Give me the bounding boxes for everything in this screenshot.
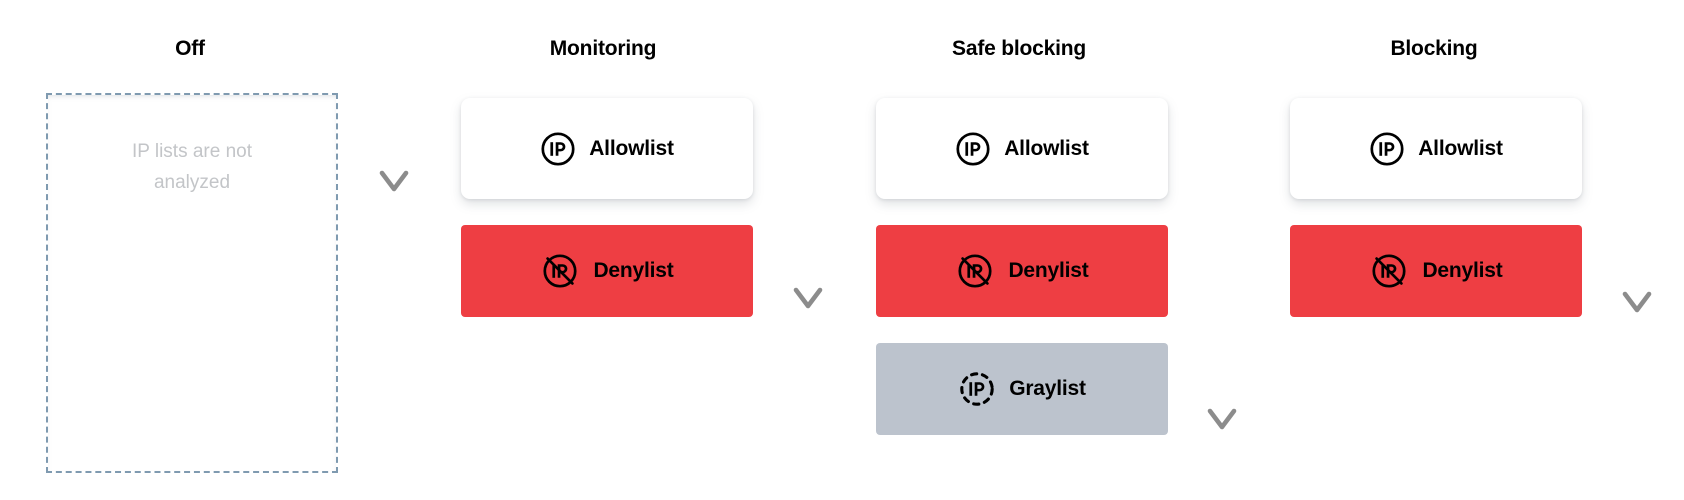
card-blocking-denylist[interactable]: Denylist	[1290, 225, 1582, 317]
arrow-monitoring-to-safe-blocking	[786, 90, 830, 319]
card-safe-blocking-graylist[interactable]: Graylist	[876, 343, 1168, 435]
card-label-allowlist: Allowlist	[589, 136, 674, 160]
card-monitoring-allowlist[interactable]: Allowlist	[461, 98, 753, 199]
arrow-blocking-end	[1615, 90, 1659, 323]
card-label-denylist: Denylist	[1008, 259, 1089, 282]
card-label-graylist: Graylist	[1009, 377, 1086, 400]
card-safe-blocking-allowlist[interactable]: Allowlist	[876, 98, 1168, 199]
ip-circle-slash-icon	[955, 251, 995, 291]
ip-circle-slash-icon	[1369, 251, 1409, 291]
card-label-denylist: Denylist	[1422, 259, 1503, 282]
arrow-off-to-monitoring	[372, 90, 416, 201]
off-empty-state-text: IP lists are not analyzed	[131, 141, 253, 193]
off-empty-state-box: IP lists are not analyzed	[46, 93, 338, 473]
column-header-safe-blocking: Safe blocking	[952, 37, 1086, 60]
arrow-safe-blocking-to-blocking	[1200, 90, 1244, 440]
card-monitoring-denylist[interactable]: Denylist	[461, 225, 753, 317]
column-header-off: Off	[175, 37, 205, 60]
card-label-allowlist: Allowlist	[1004, 136, 1089, 160]
column-header-monitoring: Monitoring	[549, 37, 657, 60]
card-safe-blocking-denylist[interactable]: Denylist	[876, 225, 1168, 317]
ip-circle-icon	[955, 131, 991, 167]
card-label-denylist: Denylist	[593, 259, 674, 282]
card-blocking-allowlist[interactable]: Allowlist	[1290, 98, 1582, 199]
column-header-blocking: Blocking	[1390, 37, 1478, 60]
ip-circle-icon	[1369, 131, 1405, 167]
ip-circle-icon	[540, 131, 576, 167]
ip-circle-slash-icon	[540, 251, 580, 291]
card-label-allowlist: Allowlist	[1418, 136, 1503, 160]
ip-dashed-circle-icon	[958, 370, 996, 408]
